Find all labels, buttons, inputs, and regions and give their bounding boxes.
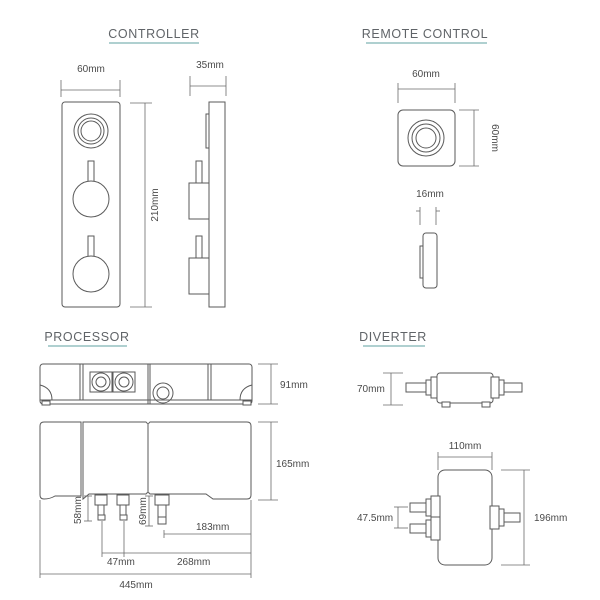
diverter-inlet-spacing-label: 47.5mm — [357, 513, 393, 524]
processor-spacing-label: 47mm — [107, 557, 135, 568]
diverter-section: DIVERTER 70mm 110mm — [357, 330, 567, 566]
remote-control-section: REMOTE CONTROL 60mm 60mm 16mm — [362, 27, 500, 289]
processor-heading: PROCESSOR — [44, 330, 129, 344]
processor-plan-view — [39, 421, 252, 525]
remote-height-dimension — [459, 109, 479, 167]
processor-outlet-left-dimension — [84, 495, 92, 522]
controller-height-dimension — [130, 102, 152, 308]
processor-outlet-right-label: 69mm — [138, 497, 149, 525]
processor-side-view — [39, 363, 253, 406]
controller-dial-lower — [72, 235, 110, 293]
controller-front-view — [61, 101, 121, 308]
controller-dial-upper — [72, 160, 110, 218]
remote-control-heading: REMOTE CONTROL — [362, 27, 488, 41]
diverter-outlet — [489, 505, 521, 530]
diverter-heading: DIVERTER — [359, 330, 427, 344]
controller-width-dimension — [60, 80, 121, 97]
remote-height-label: 60mm — [489, 124, 500, 152]
diverter-inlet-upper — [409, 495, 441, 520]
diverter-width-dimension — [437, 452, 493, 470]
remote-depth-label: 16mm — [416, 189, 444, 200]
processor-span-label: 268mm — [177, 557, 210, 568]
remote-side-view — [419, 232, 438, 289]
controller-side-view — [188, 101, 226, 308]
processor-outlet-middle — [116, 494, 130, 521]
remote-width-dimension — [397, 83, 456, 103]
processor-port-middle — [112, 371, 136, 393]
controller-depth-label: 35mm — [196, 60, 224, 71]
processor-outlet-left — [94, 494, 108, 521]
processor-port-left — [89, 371, 113, 393]
processor-depth-dimension — [258, 421, 278, 501]
processor-width-label: 445mm — [119, 580, 152, 591]
processor-spacing-dimension — [101, 500, 252, 578]
controller-depth-dimension — [189, 76, 227, 96]
controller-height-label: 210mm — [150, 188, 161, 221]
controller-width-label: 60mm — [77, 64, 105, 75]
diverter-height-label: 70mm — [357, 384, 385, 395]
controller-section: CONTROLLER 60mm — [60, 27, 227, 308]
diverter-width-label: 110mm — [449, 441, 482, 452]
processor-outlet-left-label: 58mm — [73, 496, 84, 524]
processor-section: PROCESSOR — [39, 330, 309, 591]
remote-depth-dimension — [416, 207, 440, 225]
remote-width-label: 60mm — [412, 69, 440, 80]
diverter-side-view — [405, 372, 523, 408]
processor-width-dimension — [39, 500, 251, 578]
controller-button-icon — [73, 113, 109, 149]
diverter-inlet-lower — [409, 516, 441, 541]
processor-depth-label: 165mm — [276, 459, 309, 470]
processor-outlet-right — [154, 494, 170, 525]
processor-outlet-right-dimension — [145, 495, 153, 527]
remote-front-view — [397, 109, 456, 167]
diverter-length-label: 196mm — [534, 513, 567, 524]
processor-height-dimension — [258, 363, 278, 405]
diverter-inlet-spacing-dimension — [394, 506, 408, 529]
controller-heading: CONTROLLER — [108, 27, 199, 41]
processor-offset-dimension — [163, 530, 251, 538]
diverter-plan-view — [409, 469, 521, 566]
diverter-height-dimension — [383, 372, 403, 406]
diverter-length-dimension — [501, 469, 530, 566]
processor-height-label: 91mm — [280, 380, 308, 391]
processor-offset-label: 183mm — [196, 522, 229, 533]
processor-port-right — [152, 382, 174, 404]
